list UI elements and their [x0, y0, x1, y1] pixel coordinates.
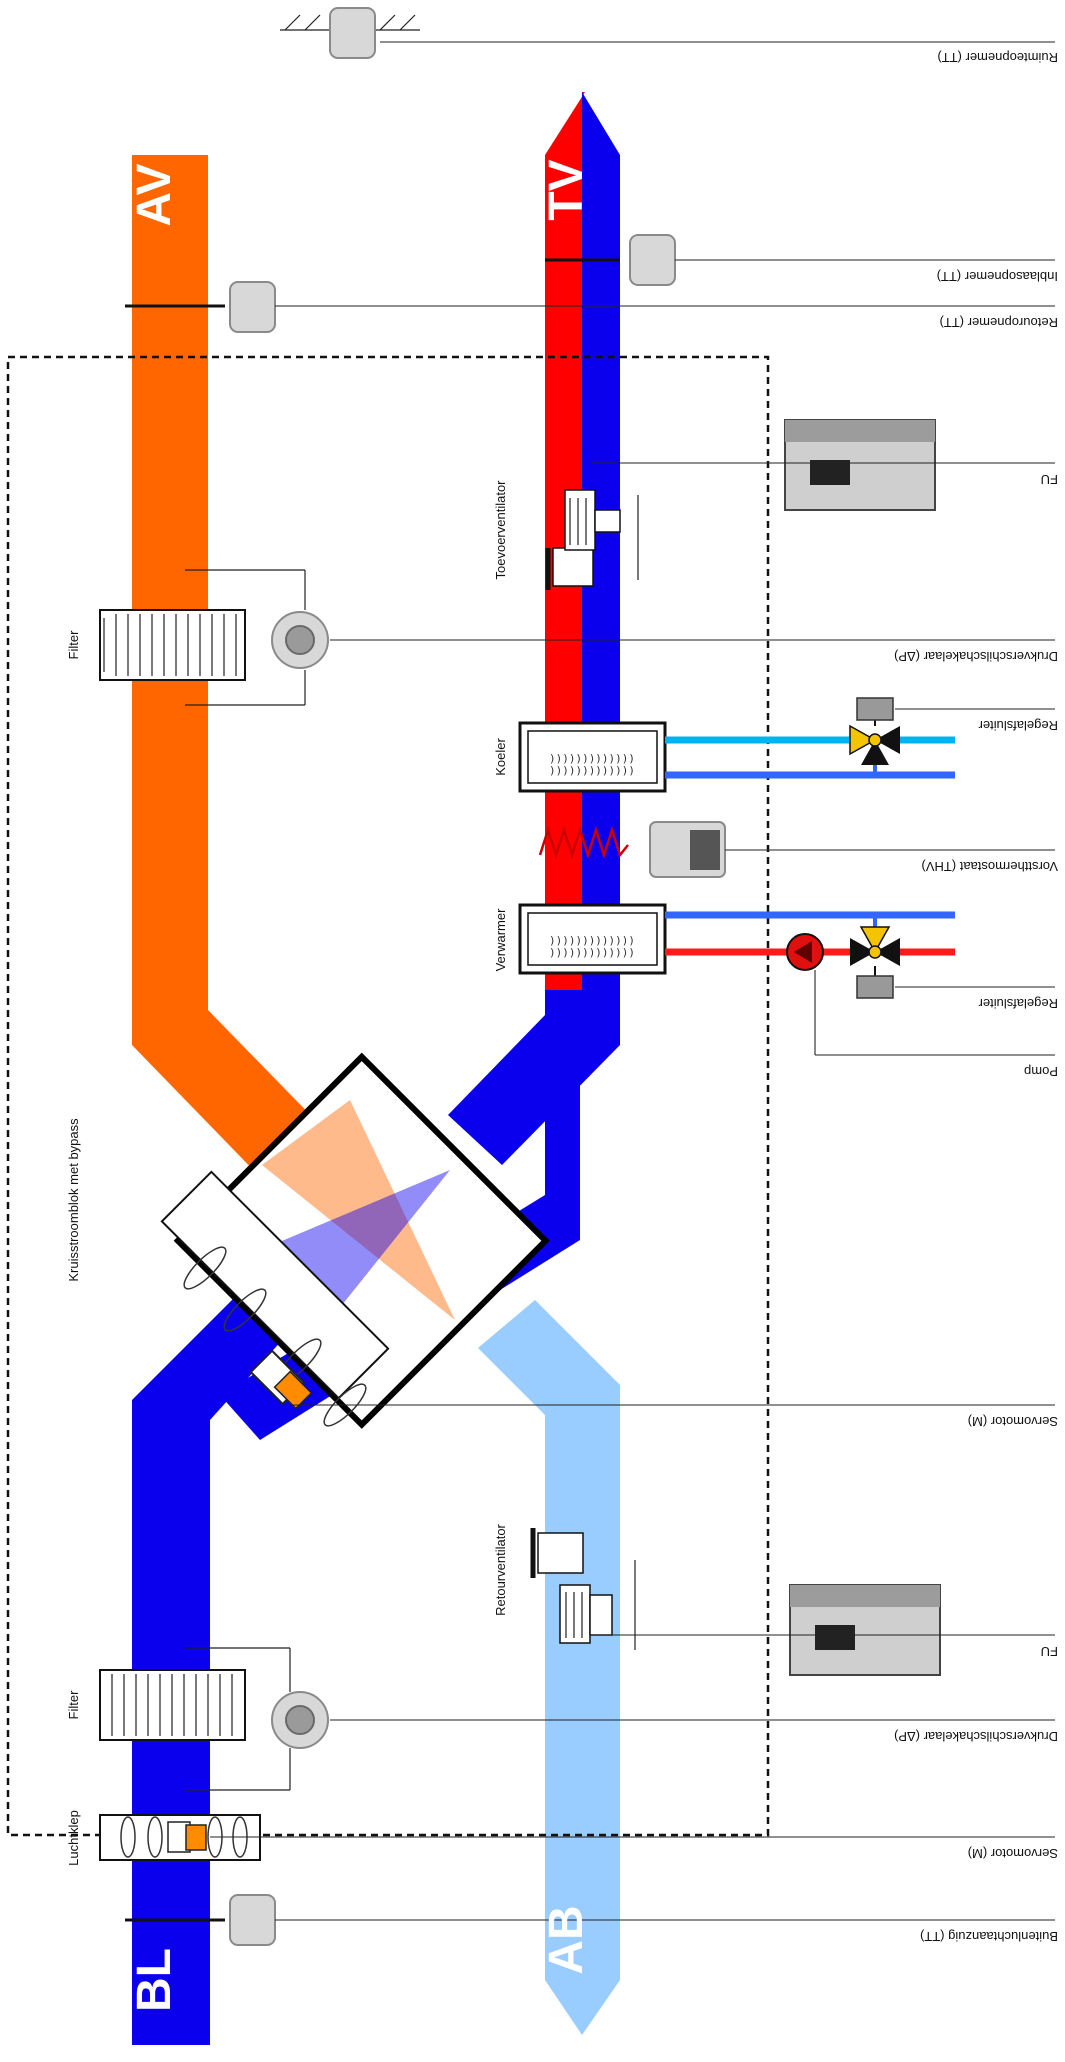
- heating-coil-icon: ))))))))))))) ))))))))))))): [518, 903, 667, 975]
- label-fu-top: FU: [1041, 472, 1058, 487]
- label-fu-bottom: FU: [1041, 1644, 1058, 1659]
- label-luchtklep: Luchtklep: [66, 1810, 81, 1866]
- svg-text:))))))))))))): ))))))))))))): [549, 764, 635, 777]
- control-boundary: [6, 355, 770, 1837]
- label-pomp: Pomp: [1024, 1064, 1058, 1079]
- flow-label-av: AV: [128, 163, 181, 226]
- return-fan-icon: [530, 1528, 636, 1650]
- bypass-damper: [160, 1170, 390, 1427]
- label-filter-bottom: Filter: [66, 1690, 81, 1720]
- frost-thermostat-icon: [649, 821, 726, 878]
- duct-supply-lower: [448, 990, 620, 1165]
- label-drukverschil-top: Drukverschilschakelaar (ΔP): [894, 649, 1058, 664]
- outdoor-sensor-icon: [125, 1894, 276, 1946]
- frost-thermostat-sensor-icon: [538, 825, 629, 860]
- supply-sensor-icon: [545, 234, 676, 286]
- filter-bottom-icon: [99, 1669, 246, 1741]
- duct-av-exhaust: [132, 155, 325, 1182]
- label-kruisstroomblok: Kruisstroomblok met bypass: [66, 1118, 81, 1282]
- return-sensor-icon: [125, 281, 276, 333]
- duct-ab-diagonal: [478, 1300, 620, 1420]
- label-retouropnemer: Retouropnemer (TT): [940, 315, 1058, 330]
- label-koeler: Koeler: [493, 738, 508, 776]
- label-regelafsluiter-cool: Regelafsluiter: [978, 718, 1058, 733]
- svg-text:))))))))))))): ))))))))))))): [549, 946, 635, 959]
- label-servomotor-luchtklep: Servomotor (M): [968, 1846, 1058, 1861]
- flow-label-bl: BL: [128, 1948, 181, 2012]
- cooling-coil-icon: ))))))))))))) ))))))))))))): [518, 721, 667, 793]
- label-inblaasopnemer: Inblaasopnemer (TT): [937, 269, 1058, 284]
- label-buitenluchtaanzuig: Buitenluchtaanzuig (TT): [920, 1929, 1058, 1944]
- label-ruimteopnemer: Ruimteopnemer (TT): [937, 50, 1058, 65]
- bypass-servomotor-icon: [249, 1349, 313, 1410]
- svg-text:))))))))))))): ))))))))))))): [549, 934, 635, 947]
- label-drukverschil-bottom: Drukverschilschakelaar (ΔP): [894, 1729, 1058, 1744]
- label-vorstthermostaat: Vorstthermostaat (THV): [921, 859, 1058, 874]
- filter-top-icon: [99, 609, 246, 681]
- room-sensor-icon: [280, 7, 420, 59]
- pressure-switch-bottom-icon: [185, 1647, 329, 1791]
- flow-label-tv: TV: [540, 159, 593, 220]
- label-regelafsluiter-heat: Regelafsluiter: [978, 996, 1058, 1011]
- pressure-switch-top-icon: [185, 569, 329, 706]
- heating-control-valve-icon: [850, 926, 900, 999]
- supply-fan-icon: [545, 489, 639, 590]
- cooling-control-valve-icon: [849, 697, 900, 765]
- leader-lines: [210, 41, 1055, 1921]
- duct-bl-intake: [132, 1440, 210, 2045]
- flow-label-ab: AB: [540, 1905, 593, 1974]
- label-toevoerventilator: Toevoerventilator: [493, 480, 508, 580]
- frequency-converter-bottom-icon: [789, 1584, 941, 1676]
- label-servomotor-bypass: Servomotor (M): [968, 1414, 1058, 1429]
- pump-icon: [786, 933, 824, 971]
- svg-text:))))))))))))): ))))))))))))): [549, 752, 635, 765]
- label-retourventilator: Retourventilator: [493, 1523, 508, 1615]
- frequency-converter-top-icon: [784, 419, 936, 511]
- label-verwarmer: Verwarmer: [493, 908, 508, 972]
- label-filter-top: Filter: [66, 630, 81, 660]
